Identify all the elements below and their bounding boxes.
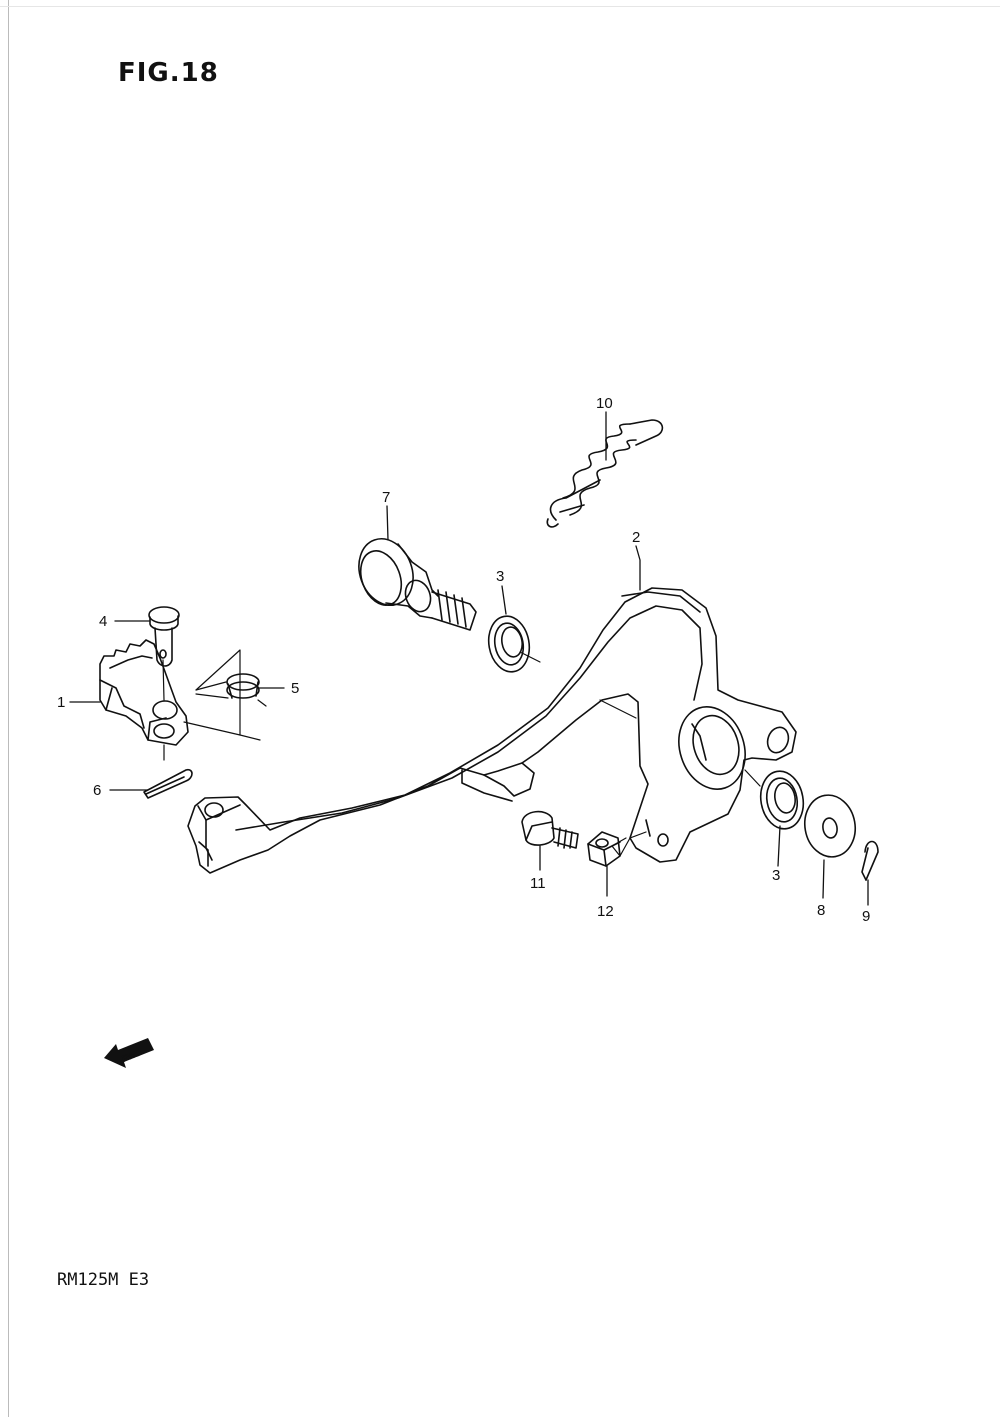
page-top-edge (0, 6, 1000, 7)
callout-4: 4 (99, 613, 107, 630)
footrest-part (99, 639, 189, 746)
callout-3b: 3 (772, 867, 780, 884)
nut-part (587, 831, 621, 867)
callout-11: 11 (530, 875, 546, 892)
callout-7: 7 (382, 489, 390, 506)
callout-leader-lines (69, 411, 869, 906)
pivot-bolt-part (358, 538, 477, 631)
callout-numbers: 1 2 3 3 4 5 6 7 8 9 10 11 12 (57, 395, 870, 925)
callout-2: 2 (632, 529, 640, 546)
cotter-pin-left-part (143, 768, 193, 799)
brake-pedal-part (187, 587, 797, 874)
spring-clip-part (226, 673, 260, 699)
model-label: RM125M E3 (57, 1270, 150, 1290)
clevis-pin-part (148, 606, 180, 667)
oil-seal-upper-part (487, 615, 531, 673)
cotter-pin-right-part (861, 840, 879, 881)
callout-8: 8 (817, 902, 825, 919)
bolt-part (521, 810, 579, 849)
callout-5: 5 (291, 680, 299, 697)
return-spring-part (546, 419, 664, 528)
callout-12: 12 (597, 903, 614, 920)
fwd-arrow-icon: FWD (104, 1038, 154, 1068)
callout-1: 1 (57, 694, 65, 711)
callout-6: 6 (93, 782, 101, 799)
oil-seal-lower-part (759, 770, 805, 830)
page-edge (8, 0, 9, 1417)
callout-10: 10 (596, 395, 613, 412)
callout-9: 9 (862, 908, 870, 925)
assembly-guide-lines (162, 649, 761, 857)
washer-part (803, 794, 857, 858)
callout-3a: 3 (496, 568, 504, 585)
figure-title: FIG.18 (118, 58, 219, 88)
